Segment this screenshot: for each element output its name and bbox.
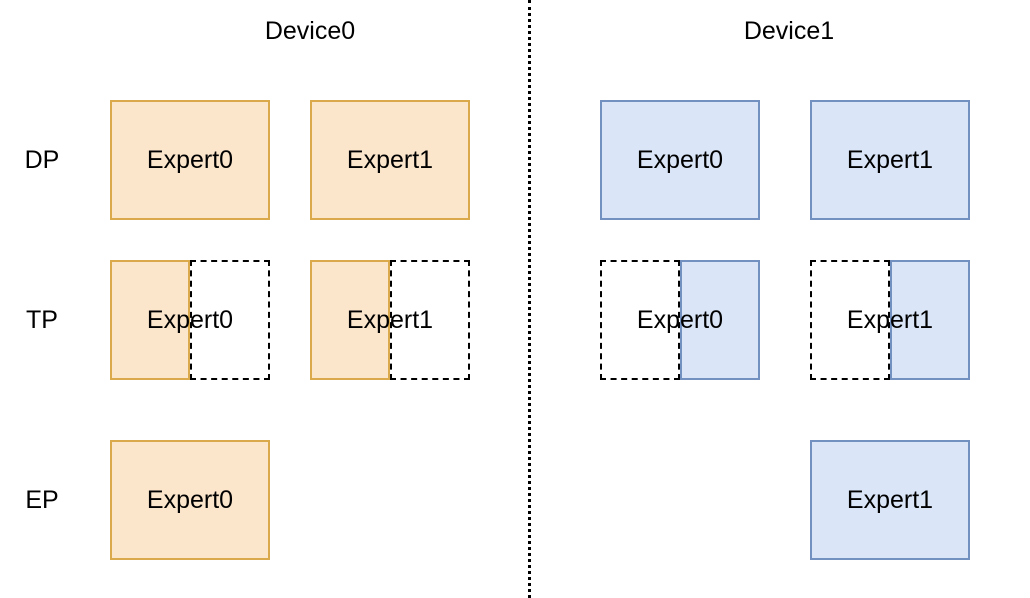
- expert-label: Expert1: [846, 486, 934, 514]
- expert-label: Expert1: [846, 146, 934, 174]
- row-label-ep: EP: [25, 486, 59, 514]
- ep-device1-expert1-block: Expert1: [810, 440, 970, 560]
- tp-shard-held: [890, 260, 970, 380]
- expert-label: Expert1: [346, 146, 434, 174]
- tp-shard-missing: [810, 260, 890, 380]
- tp-device1-expert1-block: Expert1: [810, 260, 970, 380]
- ep-device0-expert0-block: Expert0: [110, 440, 270, 560]
- row-label-tp: TP: [26, 306, 58, 334]
- dp-device1-expert1-block: Expert1: [810, 100, 970, 220]
- expert-label: Expert0: [636, 306, 724, 334]
- expert-label: Expert0: [146, 146, 234, 174]
- device-divider: [528, 0, 531, 598]
- dp-device0-expert0-block: Expert0: [110, 100, 270, 220]
- tp-device1-expert0-block: Expert0: [600, 260, 760, 380]
- expert-label: Expert1: [846, 306, 934, 334]
- device0-title: Device0: [264, 17, 356, 45]
- dp-device0-expert1-block: Expert1: [310, 100, 470, 220]
- expert-label: Expert1: [346, 306, 434, 334]
- tp-shard-missing: [600, 260, 680, 380]
- expert-label: Expert0: [146, 306, 234, 334]
- row-label-dp: DP: [24, 146, 60, 174]
- tp-device0-expert1-block: Expert1: [310, 260, 470, 380]
- device1-title: Device1: [743, 17, 835, 45]
- tp-shard-held: [310, 260, 390, 380]
- expert-label: Expert0: [146, 486, 234, 514]
- dp-device1-expert0-block: Expert0: [600, 100, 760, 220]
- tp-shard-held: [680, 260, 760, 380]
- expert-label: Expert0: [636, 146, 724, 174]
- tp-shard-held: [110, 260, 190, 380]
- tp-shard-missing: [190, 260, 270, 380]
- tp-shard-missing: [390, 260, 470, 380]
- tp-device0-expert0-block: Expert0: [110, 260, 270, 380]
